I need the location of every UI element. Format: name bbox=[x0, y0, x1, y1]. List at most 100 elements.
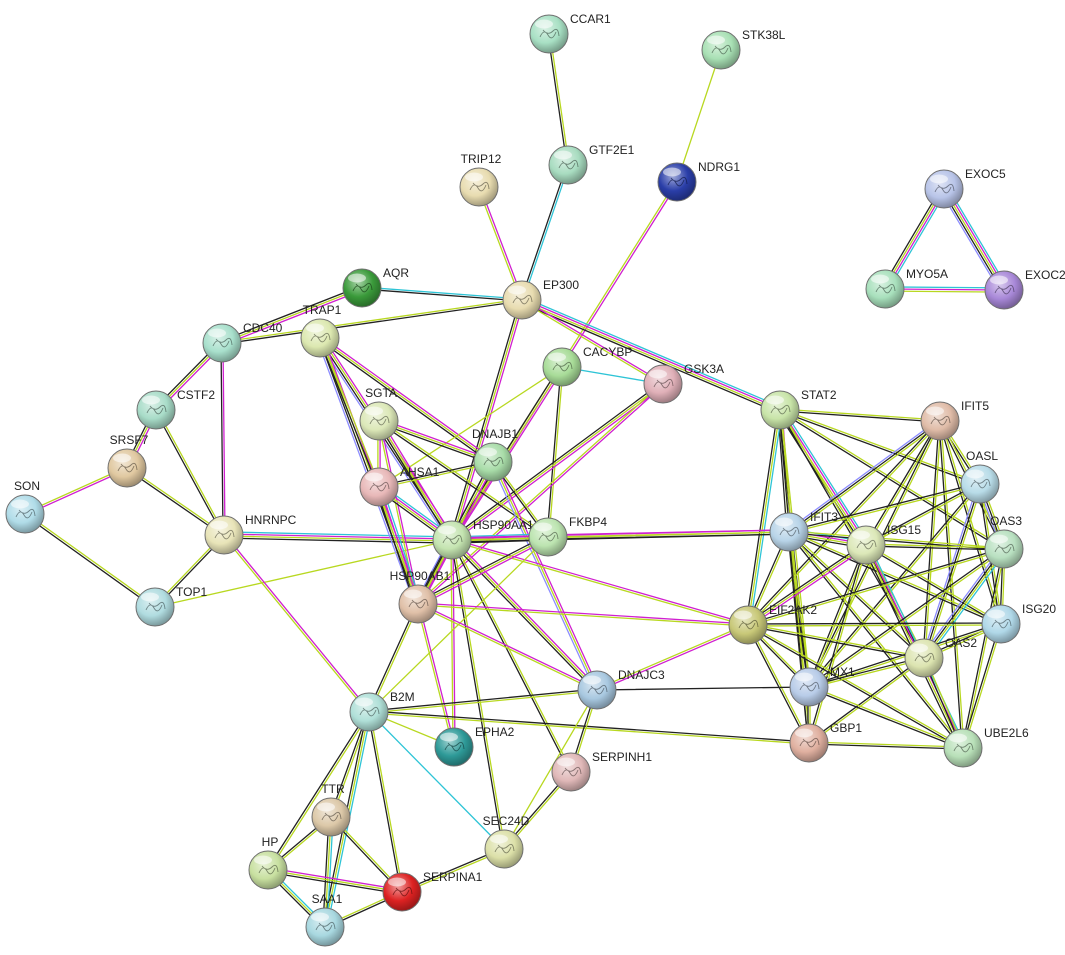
node-exoc5[interactable]: EXOC5 bbox=[924, 167, 1006, 209]
edge-strand-coexpression bbox=[941, 189, 1003, 292]
sphere-highlight bbox=[208, 328, 226, 338]
edge-strand-curated bbox=[884, 286, 1005, 289]
node-hsp90ab1[interactable]: HSP90AB1 bbox=[390, 569, 451, 624]
protein-structure-icon bbox=[953, 742, 974, 753]
edge-strand-coexpression bbox=[368, 688, 598, 712]
sphere-highlight bbox=[508, 285, 526, 295]
edge-strand-curated bbox=[361, 286, 523, 300]
node-ndrg1[interactable]: NDRG1 bbox=[657, 160, 740, 202]
node-isg15[interactable]: ISG15 bbox=[846, 523, 921, 565]
edge-strand-coexpression bbox=[125, 468, 225, 537]
protein-structure-icon bbox=[146, 404, 167, 415]
node-mx1[interactable]: MX1 bbox=[789, 665, 855, 707]
protein-structure-icon bbox=[561, 766, 582, 777]
node-aqr[interactable]: AQR bbox=[342, 266, 409, 308]
node-saa1[interactable]: SAA1 bbox=[305, 892, 345, 947]
edge-strand-experimental bbox=[452, 539, 456, 748]
node-sec24d[interactable]: SEC24D bbox=[483, 814, 530, 869]
edge-strand-textmining bbox=[548, 366, 564, 538]
node-label: OAS2 bbox=[945, 636, 977, 650]
node-label: HP bbox=[262, 835, 279, 849]
edge-strand-coexpression bbox=[747, 547, 1005, 625]
node-ahsa1[interactable]: AHSA1 bbox=[359, 465, 440, 507]
edge-strand-coexpression bbox=[747, 625, 925, 660]
node-ifit5[interactable]: IFIT5 bbox=[920, 399, 989, 441]
node-oas2[interactable]: OAS2 bbox=[904, 636, 977, 678]
edge-strand-coexpression bbox=[220, 285, 362, 342]
edge-strand-textmining bbox=[809, 544, 868, 744]
node-label: GTF2E1 bbox=[589, 143, 635, 157]
edge-strand-experimental bbox=[596, 625, 750, 692]
edge-fkbp4-ifit3 bbox=[547, 529, 790, 540]
node-trip12[interactable]: TRIP12 bbox=[459, 152, 502, 207]
edge-hnrnpc-hsp90aa1 bbox=[223, 531, 453, 544]
node-dnajc3[interactable]: DNAJC3 bbox=[577, 668, 665, 710]
node-stk38l[interactable]: STK38L bbox=[701, 28, 786, 70]
edge-strand-textmining bbox=[452, 539, 506, 850]
node-fkbp4[interactable]: FKBP4 bbox=[528, 515, 607, 557]
sphere-highlight bbox=[404, 589, 422, 599]
edge-strand-textmining bbox=[779, 408, 941, 421]
node-hnrnpc[interactable]: HNRNPC bbox=[204, 513, 297, 555]
node-srsf7[interactable]: SRSF7 bbox=[107, 433, 149, 488]
node-ifit3[interactable]: IFIT3 bbox=[769, 510, 838, 552]
node-hp[interactable]: HP bbox=[248, 835, 288, 890]
node-stat2[interactable]: STAT2 bbox=[760, 388, 837, 430]
node-ttr[interactable]: TTR bbox=[311, 782, 351, 837]
node-label: CSTF2 bbox=[177, 388, 215, 402]
edge-strand-experimental bbox=[222, 289, 364, 346]
node-dnajb1[interactable]: DNAJB1 bbox=[472, 427, 518, 482]
node-oasl[interactable]: OASL bbox=[960, 449, 1000, 504]
node-b2m[interactable]: B2M bbox=[349, 690, 415, 732]
node-serpina1[interactable]: SERPINA1 bbox=[382, 870, 483, 912]
edge-strand-coexpression bbox=[450, 539, 504, 850]
edge-hsp90aa1-epha2 bbox=[450, 539, 456, 748]
sphere-highlight bbox=[548, 352, 566, 362]
node-hsp90aa1[interactable]: HSP90AA1 bbox=[432, 518, 534, 560]
node-ccar1[interactable]: CCAR1 bbox=[529, 12, 611, 54]
node-exoc2[interactable]: EXOC2 bbox=[984, 268, 1065, 310]
node-myo5a[interactable]: MYO5A bbox=[865, 267, 948, 309]
node-son[interactable]: SON bbox=[5, 479, 45, 534]
node-ep300[interactable]: EP300 bbox=[502, 278, 579, 320]
node-gtf2e1[interactable]: GTF2E1 bbox=[548, 143, 635, 185]
node-eif2ak2[interactable]: EIF2AK2 bbox=[728, 603, 817, 645]
node-ube2l6[interactable]: UBE2L6 bbox=[943, 726, 1029, 768]
node-cstf2[interactable]: CSTF2 bbox=[136, 388, 215, 430]
protein-structure-icon bbox=[653, 378, 674, 389]
node-label: B2M bbox=[390, 690, 415, 704]
edge-strand-coexpression bbox=[520, 164, 568, 301]
edge-strand-coexpression bbox=[318, 339, 493, 465]
protein-structure-icon bbox=[991, 618, 1012, 629]
edge-strand-curated bbox=[368, 711, 505, 850]
protein-structure-icon bbox=[799, 681, 820, 692]
edge-strand-curated bbox=[925, 550, 1008, 661]
node-cacybp[interactable]: CACYBP bbox=[542, 345, 632, 387]
node-gsk3a[interactable]: GSK3A bbox=[643, 362, 724, 404]
edge-cstf2-hnrnpc bbox=[154, 408, 226, 537]
node-serpinh1[interactable]: SERPINH1 bbox=[551, 750, 652, 792]
node-gbp1[interactable]: GBP1 bbox=[789, 721, 862, 763]
protein-structure-icon bbox=[667, 176, 688, 187]
node-top1[interactable]: TOP1 bbox=[135, 585, 207, 627]
sphere-highlight bbox=[388, 877, 406, 887]
node-cdc40[interactable]: CDC40 bbox=[202, 321, 283, 363]
node-trap1[interactable]: TRAP1 bbox=[300, 303, 342, 358]
node-epha2[interactable]: EPHA2 bbox=[434, 725, 515, 767]
edge-strand-textmining bbox=[503, 689, 598, 850]
edge-strand-experimental bbox=[451, 538, 749, 625]
node-isg20[interactable]: ISG20 bbox=[981, 602, 1056, 644]
node-label: SON bbox=[14, 479, 40, 493]
edge-strand-homology bbox=[316, 339, 451, 543]
edge-hsp90ab1-eif2ak2 bbox=[417, 602, 749, 627]
sphere-highlight bbox=[438, 525, 456, 535]
node-oas3[interactable]: OAS3 bbox=[984, 514, 1024, 569]
edge-strand-coexpression bbox=[449, 298, 521, 541]
sphere-highlight bbox=[926, 406, 944, 416]
node-sgta[interactable]: SGTA bbox=[359, 386, 399, 441]
sphere-highlight bbox=[852, 530, 870, 540]
protein-structure-icon bbox=[770, 404, 791, 415]
node-label: MYO5A bbox=[906, 267, 948, 281]
edge-strand-textmining bbox=[925, 483, 983, 660]
